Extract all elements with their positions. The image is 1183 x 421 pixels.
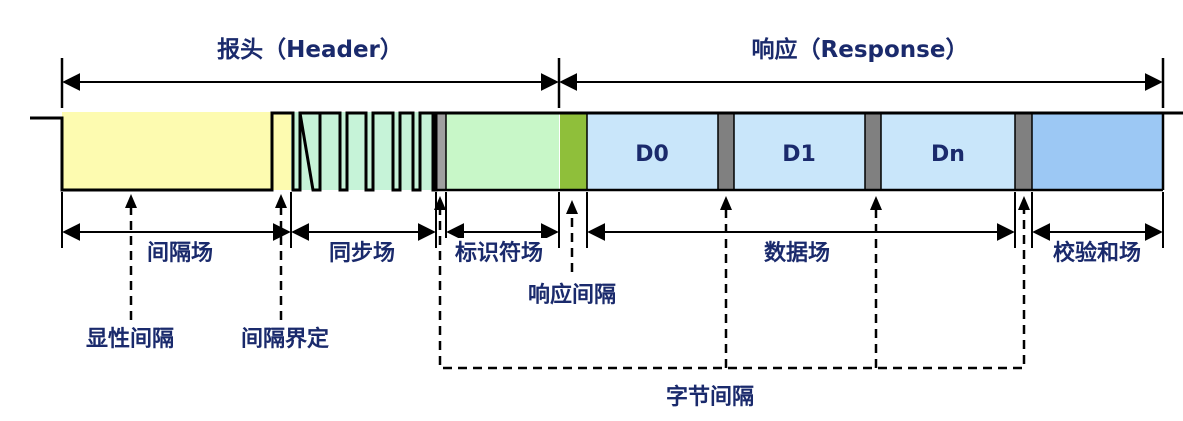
response-space-annotation: 响应间隔 bbox=[528, 282, 616, 308]
d0-label: D0 bbox=[635, 142, 669, 167]
identifier-block bbox=[446, 112, 559, 190]
interbyte-gap-3 bbox=[1015, 112, 1032, 190]
header-label: 报头（Header） bbox=[217, 36, 403, 63]
response-label: 响应（Response） bbox=[752, 36, 969, 63]
dashed-pointers bbox=[129, 204, 1026, 370]
response-space-block bbox=[560, 112, 587, 190]
dn-label: Dn bbox=[931, 142, 965, 167]
response-span: 响应（Response） bbox=[559, 36, 1165, 108]
sync-pulses bbox=[298, 111, 322, 190]
pointer-arrowheads bbox=[125, 194, 1030, 214]
header-span: 报头（Header） bbox=[60, 36, 561, 108]
break-delimiter-annotation: 间隔界定 bbox=[241, 326, 329, 352]
field-span-ticks bbox=[61, 192, 1164, 248]
interbyte-space-annotation: 字节间隔 bbox=[666, 384, 754, 410]
checksum-block bbox=[1032, 112, 1163, 190]
break-field-label: 间隔场 bbox=[147, 241, 213, 266]
d0-block bbox=[587, 112, 718, 190]
break-block bbox=[62, 112, 291, 190]
signal-waveform bbox=[30, 111, 1183, 192]
d1-label: D1 bbox=[782, 142, 816, 167]
dn-block bbox=[881, 112, 1015, 190]
data-field-label: 数据场 bbox=[764, 240, 830, 266]
identifier-field-label: 标识符场 bbox=[455, 240, 543, 266]
break-annotation: 显性间隔 bbox=[86, 327, 174, 352]
d1-block bbox=[734, 112, 865, 190]
interbyte-gap-1 bbox=[718, 112, 734, 190]
checksum-field-label: 校验和场 bbox=[1053, 240, 1141, 266]
sync-field-label: 同步场 bbox=[329, 240, 395, 266]
field-separators bbox=[445, 112, 1033, 190]
interbyte-gap-2 bbox=[865, 112, 881, 190]
sync-gap-block bbox=[436, 112, 446, 190]
